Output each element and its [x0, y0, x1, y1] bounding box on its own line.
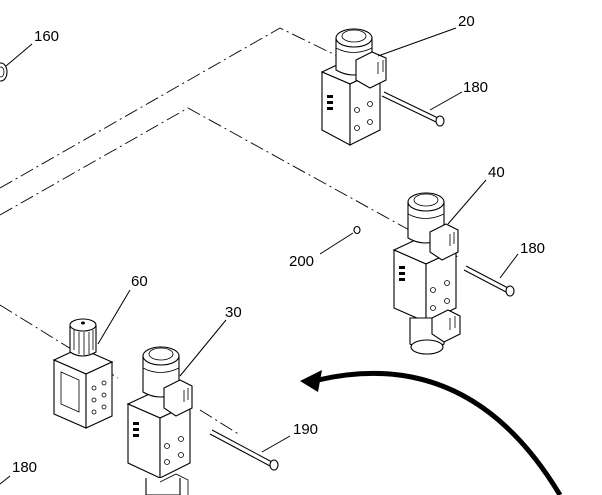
part-180-screw-top: [381, 91, 445, 127]
part-60-valve-block: [52, 318, 114, 429]
part-40-solenoid-valve: [392, 192, 461, 355]
callout-180-bottom: 180: [12, 459, 38, 476]
callout-60: 60: [131, 273, 148, 290]
rotation-arrow: [300, 370, 563, 495]
callout-190: 190: [293, 421, 319, 438]
callout-200: 200: [289, 253, 315, 270]
callout-40: 40: [488, 164, 505, 181]
part-200-plug: [353, 225, 361, 235]
callout-30: 30: [225, 304, 242, 321]
part-190-screw: [209, 429, 279, 471]
part-30-solenoid-valve: [126, 346, 193, 495]
part-180-screw-middle: [463, 265, 515, 297]
leader-lines: [0, 27, 519, 485]
callout-20: 20: [458, 13, 475, 30]
callout-180-mid: 180: [520, 240, 546, 257]
callout-160: 160: [34, 28, 60, 45]
callout-180-top: 180: [463, 79, 489, 96]
part-20-solenoid-valve: [320, 28, 387, 146]
part-160-fitting: [0, 62, 8, 82]
